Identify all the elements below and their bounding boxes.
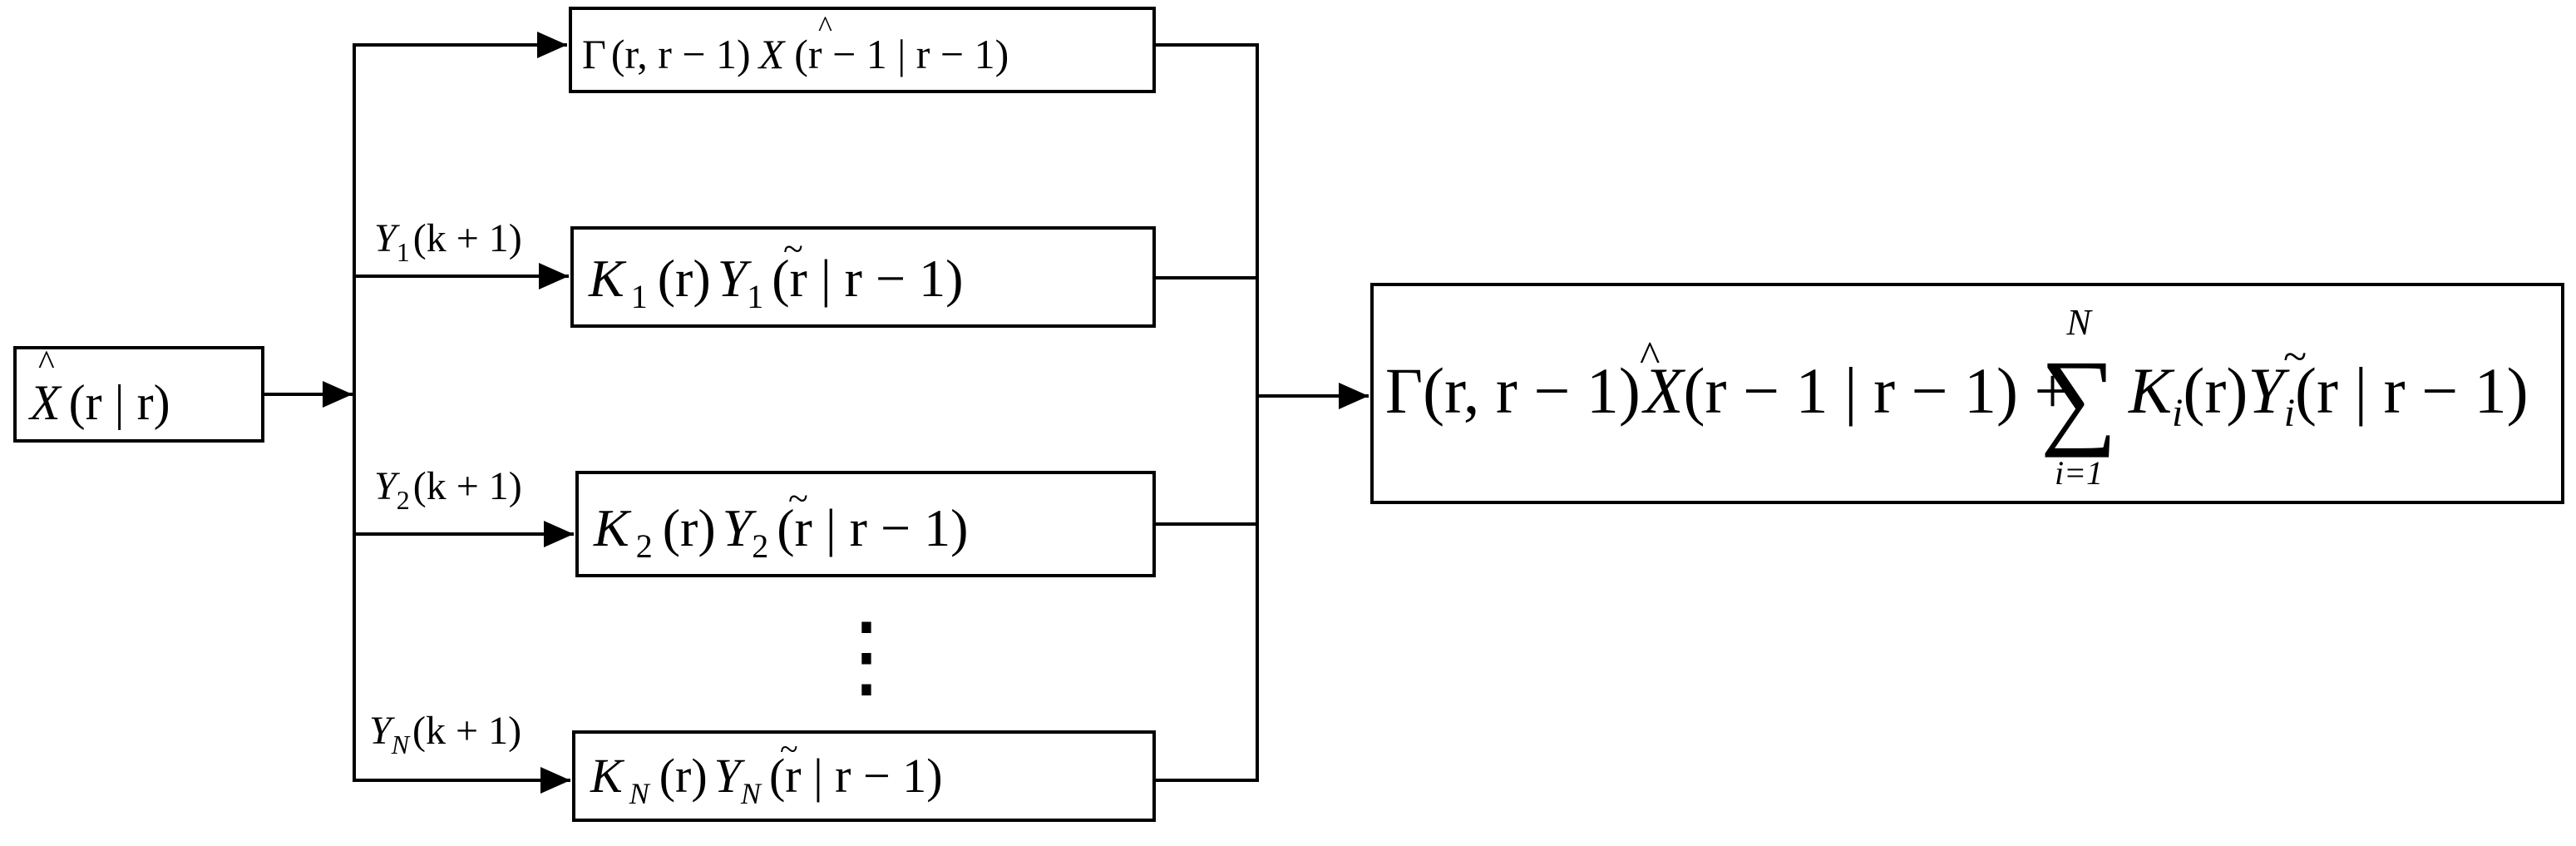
sum-symbol: ∑ [2041, 339, 2118, 458]
output-expression-left: Γ(r, r − 1)X(r − 1 | r − 1) + [1385, 354, 2071, 427]
prediction-block: Γ(r, r − 1)X(r − 1 | r − 1) ^ [569, 7, 1156, 93]
output-box [1370, 283, 2564, 504]
prediction-hat: ^ [818, 10, 832, 43]
branch-1-box [570, 226, 1156, 328]
branch-1-label: Y1(k + 1) [374, 216, 522, 267]
branch-2-label: Y2(k + 1) [374, 464, 522, 515]
branch-n-box [572, 730, 1156, 822]
output-block: Γ(r, r − 1)X(r − 1 | r − 1) + ^ N ∑ i=1 … [1370, 283, 2564, 504]
prediction-expression: Γ(r, r − 1)X(r − 1 | r − 1) [582, 31, 1009, 77]
branch-2-tilde: ~ [788, 478, 808, 519]
input-box [13, 346, 264, 443]
output-hat: ^ [1640, 334, 1660, 381]
input-expression: X(r | r) [28, 375, 170, 430]
prediction-box [569, 7, 1156, 93]
sum-lower-limit: i=1 [2055, 454, 2103, 492]
ellipsis: ⋮ [821, 606, 912, 707]
sum-upper-limit: N [2065, 302, 2093, 343]
branch-n-tilde: ~ [780, 730, 798, 768]
input-hat: ^ [38, 344, 55, 383]
output-expression-right: Ki(r)Yi(r | r − 1) [2128, 354, 2529, 435]
branch-1-tilde: ~ [783, 229, 803, 270]
output-tilde: ~ [2283, 334, 2307, 381]
branch-n-label: YN(k + 1) [369, 709, 521, 759]
input-block: X(r | r) ^ [13, 344, 264, 443]
